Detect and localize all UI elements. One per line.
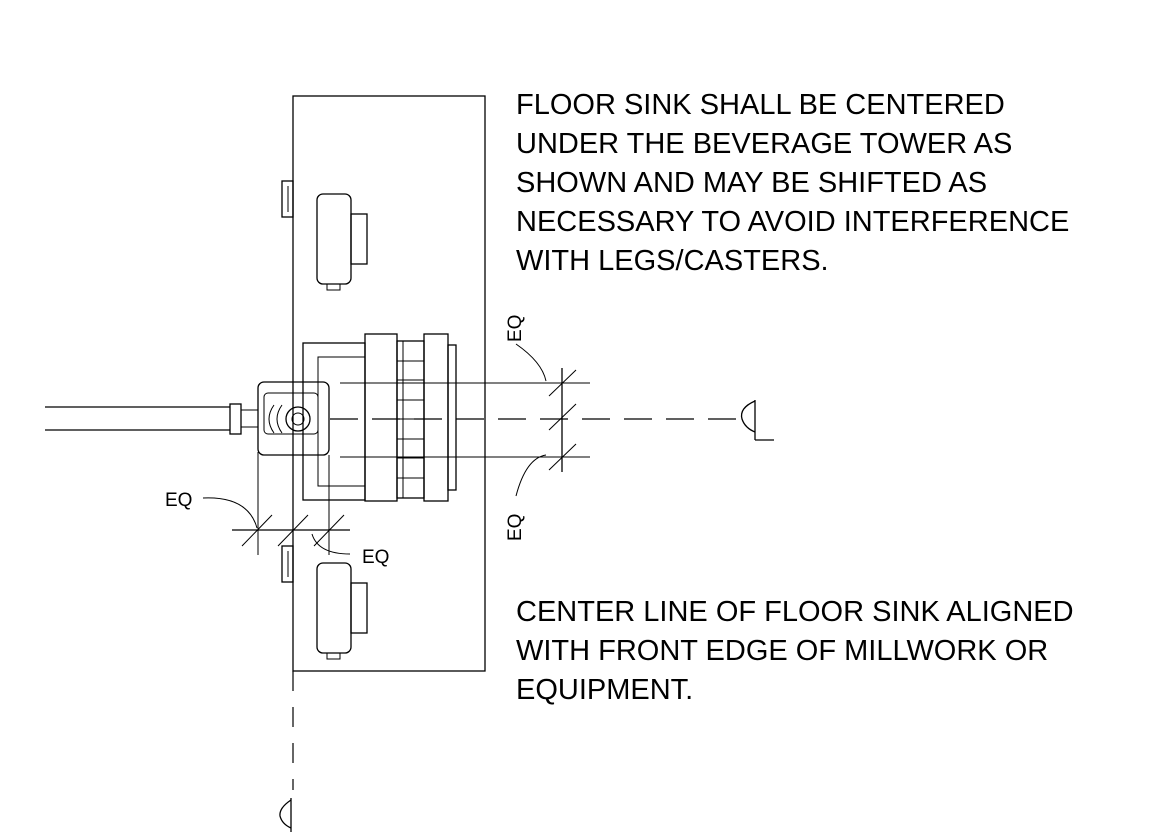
eq-dimension-right [340,343,590,497]
eq-label-lower-center: EQ [362,547,389,568]
note-centerline-alignment: CENTER LINE OF FLOOR SINK ALIGNED WITH F… [516,593,1074,710]
drain-pipe [45,403,258,435]
note-line: FLOOR SINK SHALL BE CENTERED [516,89,1005,121]
note-floor-sink-placement: FLOOR SINK SHALL BE CENTERED UNDER THE B… [516,86,1069,281]
beverage-tower [302,333,457,502]
eq-label-left: EQ [165,490,192,511]
wall-bracket-top [281,180,294,218]
note-line: UNDER THE BEVERAGE TOWER AS [516,128,1013,160]
note-line: CENTER LINE OF FLOOR SINK ALIGNED [516,596,1074,628]
note-line: SHOWN AND MAY BE SHIFTED AS [516,167,988,199]
wall-bracket-bottom [281,545,294,583]
eq-label-lower-right: EQ [505,514,526,541]
note-line: EQUIPMENT. [516,674,694,706]
note-line: NECESSARY TO AVOID INTERFERENCE [516,206,1070,238]
dispenser-unit-top [316,193,368,291]
dispenser-unit-bottom [316,562,368,660]
note-line: WITH LEGS/CASTERS. [516,245,829,277]
note-line: WITH FRONT EDGE OF MILLWORK OR [516,635,1049,667]
eq-dimension-left [202,452,351,555]
centerline-symbol-horizontal [740,400,774,441]
floor-sink [257,381,330,456]
centerline-symbol-vertical [279,798,292,832]
eq-label-upper-right: EQ [505,315,526,342]
